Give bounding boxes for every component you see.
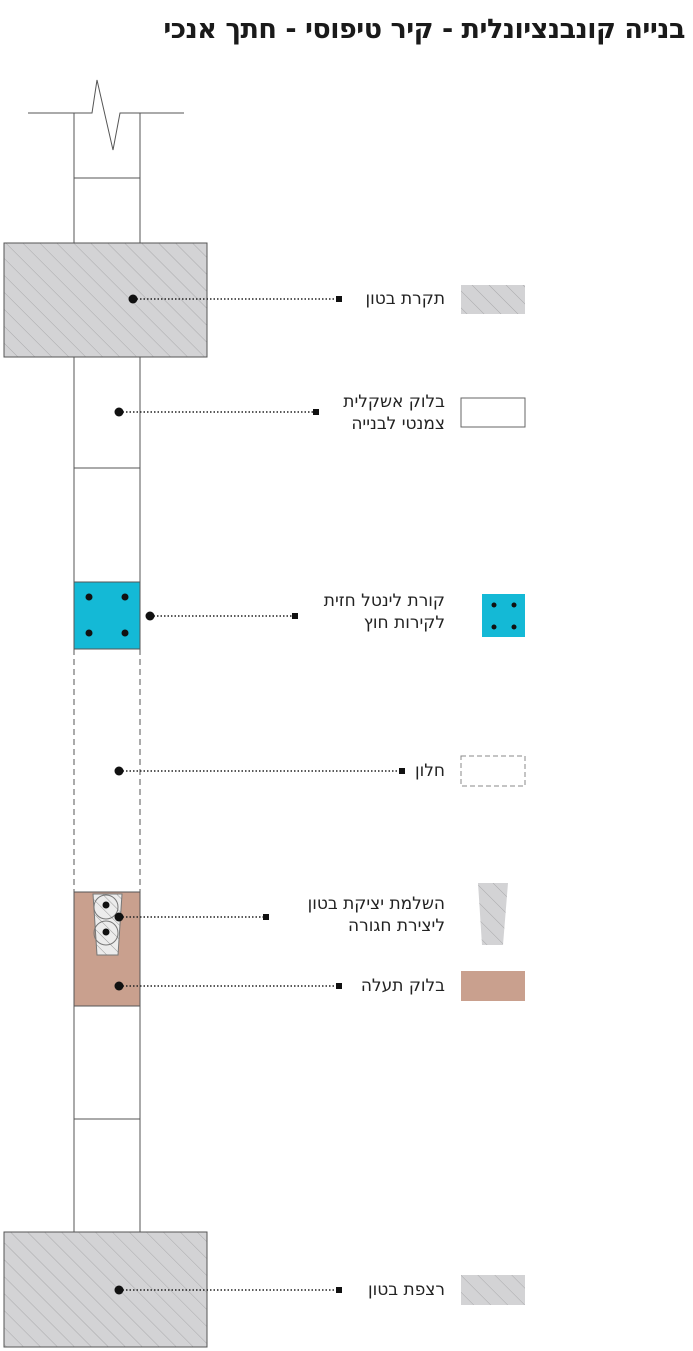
- label-line: תקרת בטון: [365, 289, 445, 309]
- break-line: [28, 79, 184, 151]
- concrete-floor-slab: [3, 1231, 208, 1348]
- label-concrete-floor: רצפת בטון: [368, 1279, 445, 1301]
- label-line: בלוק אשקלית: [343, 392, 445, 412]
- label-line: חלון: [414, 761, 445, 781]
- label-line: רצפת בטון: [368, 1280, 445, 1300]
- legend-swatch-concrete-ceiling: [461, 285, 525, 314]
- lintel-beam: [73, 581, 141, 650]
- concrete-ceiling-slab: [3, 242, 208, 358]
- label-line: לקירות חוץ: [363, 613, 445, 633]
- legend-swatch-concrete-pour: [478, 883, 508, 945]
- page-title: בנייה קונבנציונלית - קיר טיפוסי - חתך אנ…: [163, 14, 685, 45]
- legend-swatch-block: [460, 397, 526, 428]
- label-channel-block: בלוק תעלה: [361, 975, 445, 997]
- label-line: בלוק תעלה: [360, 976, 445, 996]
- legend-swatch-lintel: [482, 594, 525, 637]
- legend-swatch-window: [460, 755, 526, 787]
- legend-swatch-channel-block: [461, 971, 525, 1001]
- label-concrete-ceiling: תקרת בטון: [365, 288, 445, 310]
- label-line: צמנטי לבנייה: [351, 414, 445, 434]
- label-window: חלון: [415, 760, 445, 782]
- legend-swatch-concrete-floor: [461, 1275, 525, 1305]
- label-line: השלמת יציקת בטון: [307, 894, 445, 914]
- concrete-pour: [92, 893, 123, 956]
- label-line: קורת לינטל חזית: [323, 591, 445, 611]
- leader-lines: [119, 298, 399, 1291]
- label-line: ליצירת חגורה: [348, 916, 445, 936]
